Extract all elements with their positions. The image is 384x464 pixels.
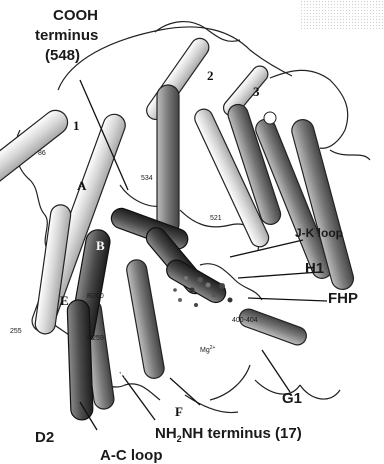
helix-label-E: E: [60, 293, 69, 308]
label-nh2-prefix: NH2NH terminus (17): [155, 425, 302, 444]
helix-label-B: B: [96, 238, 105, 253]
helix-label-3: 3: [253, 84, 260, 99]
label-cooh-1: COOH: [53, 7, 98, 24]
label-res-86: 86: [38, 150, 46, 157]
helix-label-1: 1: [73, 118, 80, 133]
label-jk-loop: J-K loop: [295, 226, 343, 240]
helix-label-2: 2: [207, 68, 214, 83]
label-ac-loop: A-C loop: [100, 447, 162, 464]
label-r200: R200: [87, 293, 104, 300]
label-cooh-2: terminus: [35, 27, 98, 44]
helix-label-A: A: [77, 178, 87, 193]
label-cooh-3: (548): [45, 47, 80, 64]
helix-label-D1: D1: [114, 366, 130, 381]
background-texture: [300, 0, 384, 30]
label-g1: G1: [282, 390, 302, 407]
helix-vertical-top: [157, 85, 179, 235]
label-d2: D2: [35, 429, 54, 446]
label-res-534: 534: [141, 175, 153, 182]
label-res-255: 255: [10, 328, 22, 335]
helix-dark-low: [163, 256, 229, 306]
label-h1: H1: [305, 260, 324, 277]
label-fhp: FHP: [328, 290, 358, 307]
label-res-400-404: 400-404: [232, 317, 258, 324]
label-mg: Mg2+: [200, 345, 216, 354]
helix-C: [125, 258, 166, 380]
label-r259: R259: [87, 335, 104, 342]
helix-G: [237, 307, 309, 348]
helix-1: [0, 106, 72, 217]
helix-label-F: F: [175, 404, 183, 419]
label-res-521: 521: [210, 215, 222, 222]
